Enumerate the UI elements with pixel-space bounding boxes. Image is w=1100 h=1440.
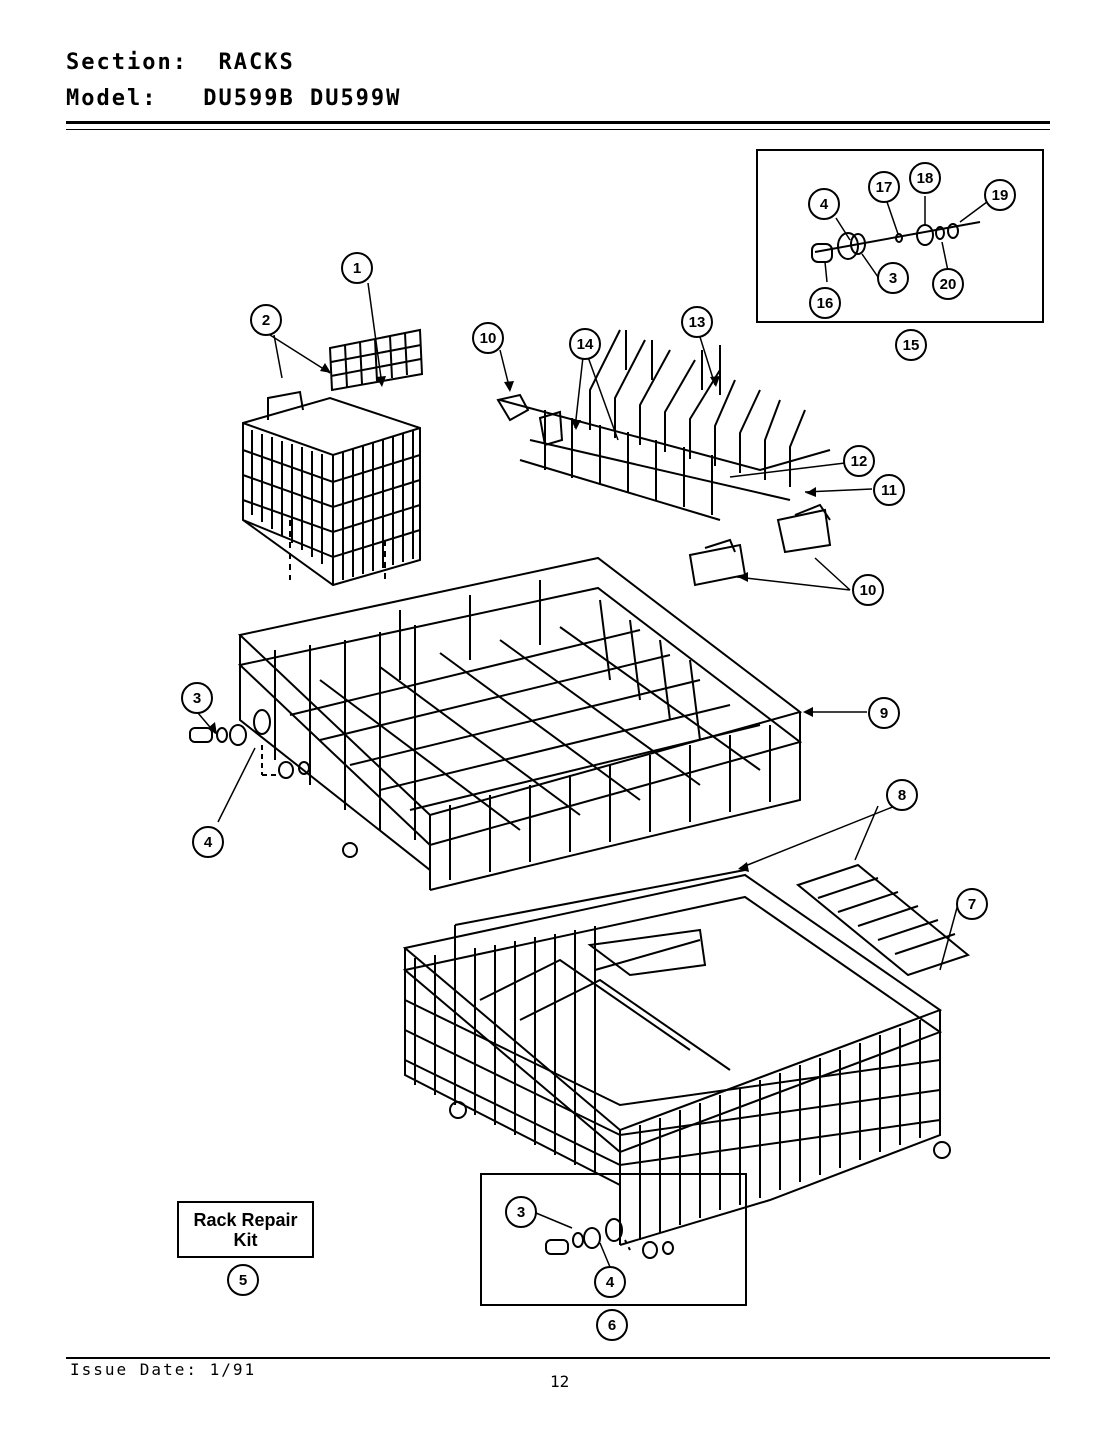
- callout-16: 16: [809, 287, 841, 319]
- lower-rack: [402, 869, 951, 1246]
- callout-10-bottom: 10: [852, 574, 884, 606]
- callout-label-14: 14: [577, 336, 594, 353]
- callout-13: 13: [681, 306, 713, 338]
- callout-label-4-inset: 4: [820, 196, 829, 213]
- callout-2: 2: [250, 304, 282, 336]
- model-heading: Model: DU599B DU599W: [66, 86, 401, 111]
- callout-1: 1: [341, 252, 373, 284]
- leader-arrowheads: [208, 363, 816, 872]
- callout-5: 5: [227, 1264, 259, 1296]
- callout-10-top: 10: [472, 322, 504, 354]
- basket-cover: [328, 328, 424, 392]
- footer-rule: [66, 1357, 1050, 1359]
- callout-7: 7: [956, 888, 988, 920]
- callout-label-13: 13: [689, 314, 706, 331]
- callout-11: 11: [873, 474, 905, 506]
- callout-8: 8: [886, 779, 918, 811]
- leader-lines: [197, 195, 996, 1268]
- kit-label-line2: Kit: [233, 1230, 258, 1250]
- callout-19: 19: [984, 179, 1016, 211]
- callout-label-20: 20: [940, 276, 957, 293]
- silverware-basket: [242, 390, 421, 587]
- callout-label-3-inset: 3: [889, 270, 897, 287]
- callout-label-19: 19: [992, 187, 1009, 204]
- callout-14: 14: [569, 328, 601, 360]
- callout-label-8: 8: [898, 787, 906, 804]
- callout-18: 18: [909, 162, 941, 194]
- callout-label-2: 2: [262, 312, 270, 329]
- callout-label-18: 18: [917, 170, 934, 187]
- callout-9: 9: [868, 697, 900, 729]
- callout-label-5: 5: [239, 1272, 247, 1289]
- kit-label-line1: Rack Repair: [193, 1210, 298, 1230]
- callout-label-10-bottom: 10: [860, 582, 877, 599]
- section-value: RACKS: [218, 50, 295, 75]
- callout-15: 15: [895, 329, 927, 361]
- header-rule-thin: [66, 129, 1050, 130]
- callout-label-3-lower: 3: [517, 1204, 525, 1221]
- model-values: DU599B DU599W: [203, 86, 402, 111]
- page-number: 12: [550, 1372, 570, 1391]
- callout-label-16: 16: [817, 295, 834, 312]
- inset-box-lower-roller: [480, 1173, 747, 1306]
- inset-box-roller-assembly: [756, 149, 1044, 323]
- callout-3-lower: 3: [505, 1196, 537, 1228]
- issue-date: Issue Date: 1/91: [70, 1360, 257, 1379]
- callouts: 1 2 10 14 13 12 11 10 9 8 7 3 4 4 17 18 …: [181, 162, 1016, 1341]
- callout-label-17: 17: [876, 179, 893, 196]
- callout-4-lower: 4: [594, 1266, 626, 1298]
- callout-20: 20: [932, 268, 964, 300]
- upper-rack-roller-parts: [189, 709, 310, 779]
- callout-label-4-upper: 4: [204, 834, 213, 851]
- callout-label-12: 12: [851, 453, 868, 470]
- callout-4-upper: 4: [192, 826, 224, 858]
- callout-6: 6: [596, 1309, 628, 1341]
- rack-repair-kit-box: Rack Repair Kit: [177, 1201, 314, 1258]
- callout-3-inset: 3: [877, 262, 909, 294]
- roller-assembly-parts: [811, 223, 959, 263]
- callout-label-9: 9: [880, 705, 888, 722]
- callout-17: 17: [868, 171, 900, 203]
- callout-label-6: 6: [608, 1317, 616, 1334]
- lower-rack-shelf: [795, 863, 971, 977]
- callout-label-4-lower: 4: [606, 1274, 615, 1291]
- model-label: Model:: [66, 86, 158, 111]
- callout-label-7: 7: [968, 896, 976, 913]
- callout-label-10-top: 10: [480, 330, 497, 347]
- section-label: Section:: [66, 50, 188, 75]
- callout-4-inset: 4: [808, 188, 840, 220]
- lower-roller-parts: [545, 1218, 674, 1259]
- cup-shelf-assembly: [496, 329, 832, 587]
- callout-12: 12: [843, 445, 875, 477]
- callout-label-15: 15: [903, 337, 920, 354]
- callout-label-3-upper: 3: [193, 690, 201, 707]
- upper-rack: [237, 556, 803, 891]
- header-rule-thick: [66, 121, 1050, 124]
- callout-label-1: 1: [353, 260, 361, 277]
- section-heading: Section: RACKS: [66, 50, 295, 75]
- callout-3-upper: 3: [181, 682, 213, 714]
- callout-label-11: 11: [881, 482, 897, 499]
